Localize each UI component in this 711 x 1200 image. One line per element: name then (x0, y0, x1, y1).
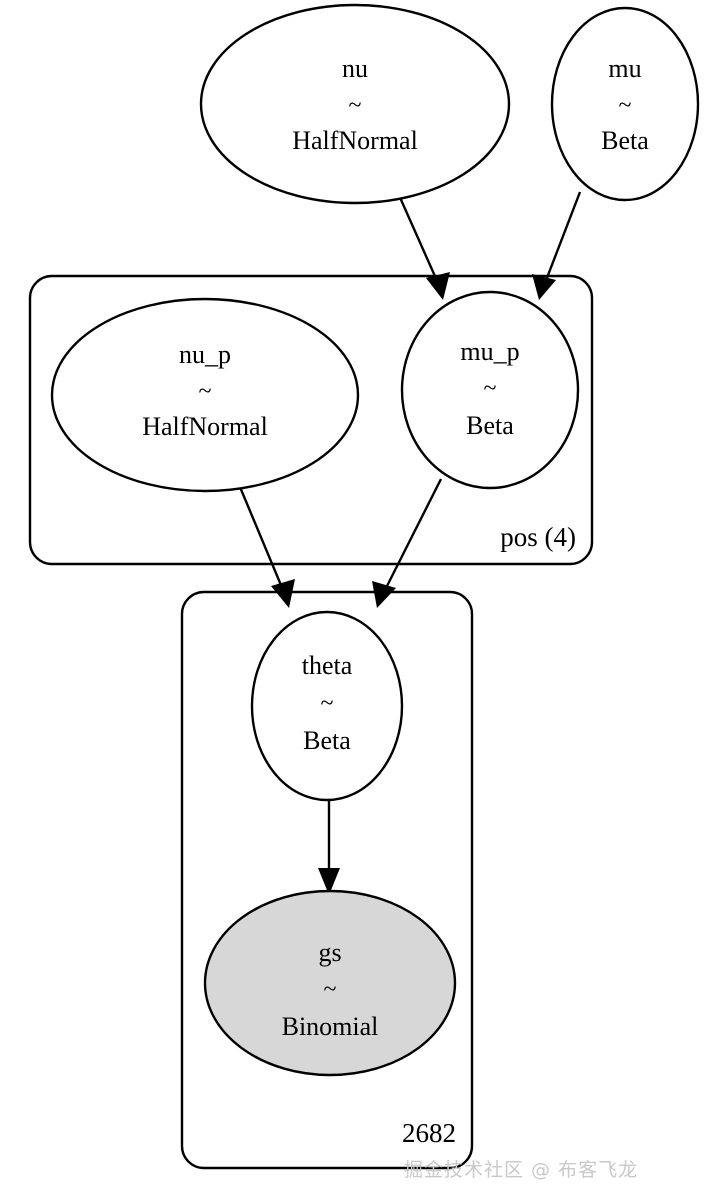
node-mu-name: mu (608, 54, 641, 83)
node-theta-distribution: Beta (303, 726, 351, 755)
edge-line (383, 478, 443, 591)
edge-mu-to-mu_p (532, 191, 582, 300)
node-mu_p-name: mu_p (460, 337, 519, 366)
node-gs[interactable]: gs ~ Binomial (203, 889, 457, 1077)
node-nu-tilde: ~ (349, 93, 362, 119)
node-theta-name: theta (302, 651, 353, 680)
edge-line (396, 192, 440, 284)
node-theta[interactable]: theta ~ Beta (250, 610, 404, 802)
node-nu_p[interactable]: nu_p ~ HalfNormal (50, 297, 360, 493)
arrow-head (372, 581, 396, 608)
node-mu_p-distribution: Beta (466, 411, 514, 440)
node-gs-distribution: Binomial (282, 1012, 379, 1041)
node-nu-distribution: HalfNormal (292, 126, 418, 155)
edge-line (543, 191, 582, 284)
node-nu-name: nu (342, 54, 368, 83)
node-nu[interactable]: nu ~ HalfNormal (199, 3, 511, 205)
edge-nu_p-to-theta (238, 486, 295, 608)
edge-mu_p-to-theta (372, 478, 443, 608)
arrow-head (271, 579, 295, 608)
plate-pos-label: pos (4) (500, 522, 576, 552)
node-theta-ellipse[interactable] (250, 610, 404, 802)
node-nu_p-tilde: ~ (199, 379, 212, 405)
arrow-head (318, 868, 340, 895)
arrow-head (426, 272, 450, 300)
node-mu[interactable]: mu ~ Beta (550, 6, 700, 202)
arrow-head (532, 274, 556, 300)
node-gs-tilde: ~ (324, 977, 337, 1003)
plate-obs-border (180, 590, 474, 1170)
node-nu_p-distribution: HalfNormal (142, 412, 268, 441)
node-nu-ellipse[interactable] (199, 3, 511, 205)
node-mu-distribution: Beta (601, 126, 649, 155)
node-nu_p-ellipse[interactable] (50, 297, 360, 493)
plate-obs-group: 2682 (180, 590, 474, 1170)
node-gs-name: gs (318, 938, 341, 967)
node-gs-ellipse[interactable] (203, 889, 457, 1077)
node-mu-ellipse[interactable] (550, 6, 700, 202)
node-mu-tilde: ~ (619, 93, 632, 119)
edge-line (238, 486, 285, 591)
plate-obs-label: 2682 (402, 1118, 456, 1148)
node-mu_p[interactable]: mu_p ~ Beta (400, 290, 580, 490)
edge-theta-to-gs (318, 800, 340, 895)
edge-nu-to-mu_p (396, 192, 450, 300)
node-theta-tilde: ~ (321, 691, 334, 717)
node-mu_p-ellipse[interactable] (400, 290, 580, 490)
node-mu_p-tilde: ~ (484, 376, 497, 402)
node-nu_p-name: nu_p (179, 340, 231, 369)
plate-pos-group: pos (4) (28, 274, 594, 566)
plate-pos-border (28, 274, 594, 566)
